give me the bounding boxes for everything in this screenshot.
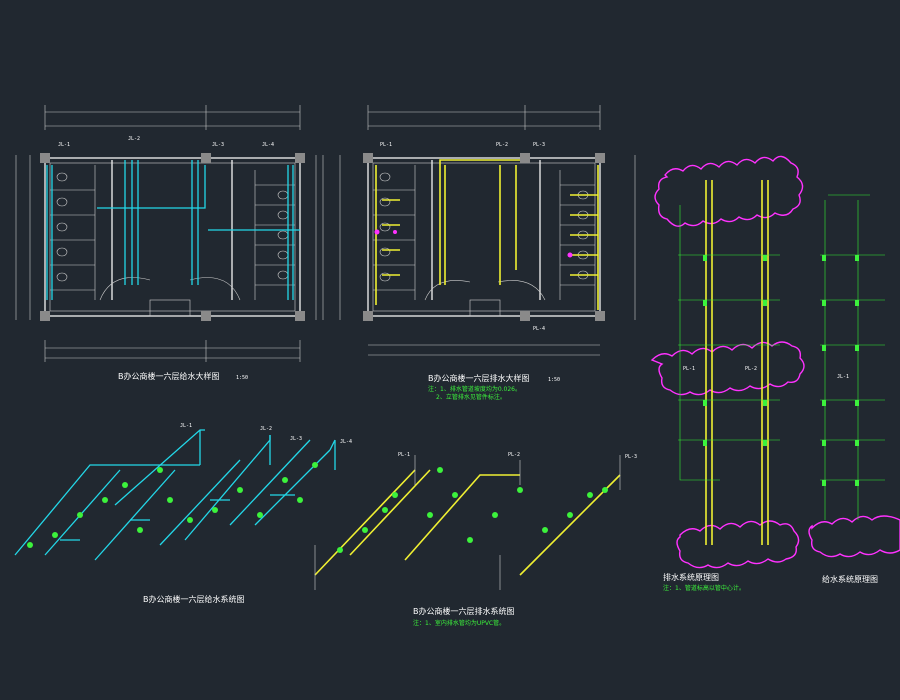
drain-riser-title: 排水系统原理图 xyxy=(663,572,719,582)
riser-tag: PL-3 xyxy=(533,142,545,148)
drain-plan-scale: 1:50 xyxy=(548,377,560,383)
column xyxy=(295,153,305,163)
supply-iso-title: B办公商楼一六层给水系统图 xyxy=(143,594,245,604)
column xyxy=(201,153,211,163)
riser-tag: JL-2 xyxy=(260,426,272,432)
column xyxy=(40,311,50,321)
column xyxy=(40,153,50,163)
riser-tag: PL-4 xyxy=(533,326,545,332)
drain-plan: PL-1 PL-2 PL-3 PL-4 B办公商楼一六层排水大样图 1:50 注… xyxy=(322,105,636,401)
riser-tag: PL-2 xyxy=(496,142,508,148)
fixture-markers xyxy=(337,467,608,553)
supply-isometric: JL-1 JL-2 JL-3 JL-4 B办公商楼一六层给水系统图 xyxy=(14,423,352,604)
riser-tag: JL-2 xyxy=(128,136,140,142)
drain-plan-dimensions xyxy=(322,105,636,356)
right-stalls xyxy=(254,170,295,300)
supply-pipes xyxy=(46,160,300,300)
left-stalls xyxy=(50,165,96,300)
revision-cloud xyxy=(650,341,805,396)
riser-tag: PL-1 xyxy=(683,366,695,372)
column xyxy=(295,311,305,321)
riser-tag: PL-3 xyxy=(625,454,637,460)
drain-plan-title: B办公商楼一六层排水大样图 xyxy=(428,373,530,383)
drain-plan-outer-wall xyxy=(367,157,601,317)
left-stalls xyxy=(373,165,416,300)
riser-tag: JL-4 xyxy=(262,142,274,148)
supply-riser-title: 给水系统原理图 xyxy=(822,574,878,584)
drain-riser-note: 注：1、管道标高以管中心计。 xyxy=(663,584,745,592)
riser-tag: JL-3 xyxy=(212,142,224,148)
riser-tag: PL-2 xyxy=(508,452,520,458)
riser-tag: JL-1 xyxy=(180,423,192,429)
supply-plan-title: B办公商楼一六层给水大样图 xyxy=(118,371,220,381)
revision-cloud xyxy=(676,520,800,569)
drain-isometric: PL-1 PL-2 PL-3 B办公商楼一六层排水系统图 注：1、室内排水管均为… xyxy=(314,452,637,627)
riser-tag: PL-1 xyxy=(398,452,410,458)
revision-cloud xyxy=(808,515,900,558)
riser-tag: PL-2 xyxy=(745,366,757,372)
supply-plan-dimensions xyxy=(15,105,317,362)
drain-pipes xyxy=(375,159,599,310)
drain-riser-diagram: PL-1 PL-2 排水系统原理图 注：1、管道标高以管中心计。 xyxy=(650,155,900,592)
supply-plan-outer-wall xyxy=(44,157,301,317)
fixture-markers xyxy=(27,462,318,548)
riser-tag: PL-1 xyxy=(380,142,392,148)
drain-iso-title: B办公商楼一六层排水系统图 xyxy=(413,606,515,616)
riser-tag: JL-1 xyxy=(837,374,849,380)
riser-tag: JL-3 xyxy=(290,436,302,442)
supply-riser-diagram: JL-1 给水系统原理图 xyxy=(820,194,885,584)
drain-iso-note: 注：1、室内排水管均为UPVC管。 xyxy=(413,619,505,627)
column xyxy=(201,311,211,321)
riser-tag: JL-1 xyxy=(58,142,70,148)
riser-tag: JL-4 xyxy=(340,439,352,445)
supply-plan-scale: 1:50 xyxy=(236,375,248,381)
supply-plan: JL-1 JL-2 JL-3 JL-4 B办公商楼一六层给水大样图 1:50 xyxy=(15,105,317,381)
drain-plan-note: 注：1、排水管道坡度均为0.026。 xyxy=(428,385,521,393)
drain-plan-note: 2、立管排水见管件标注。 xyxy=(436,393,506,401)
revision-cloud xyxy=(654,155,804,227)
